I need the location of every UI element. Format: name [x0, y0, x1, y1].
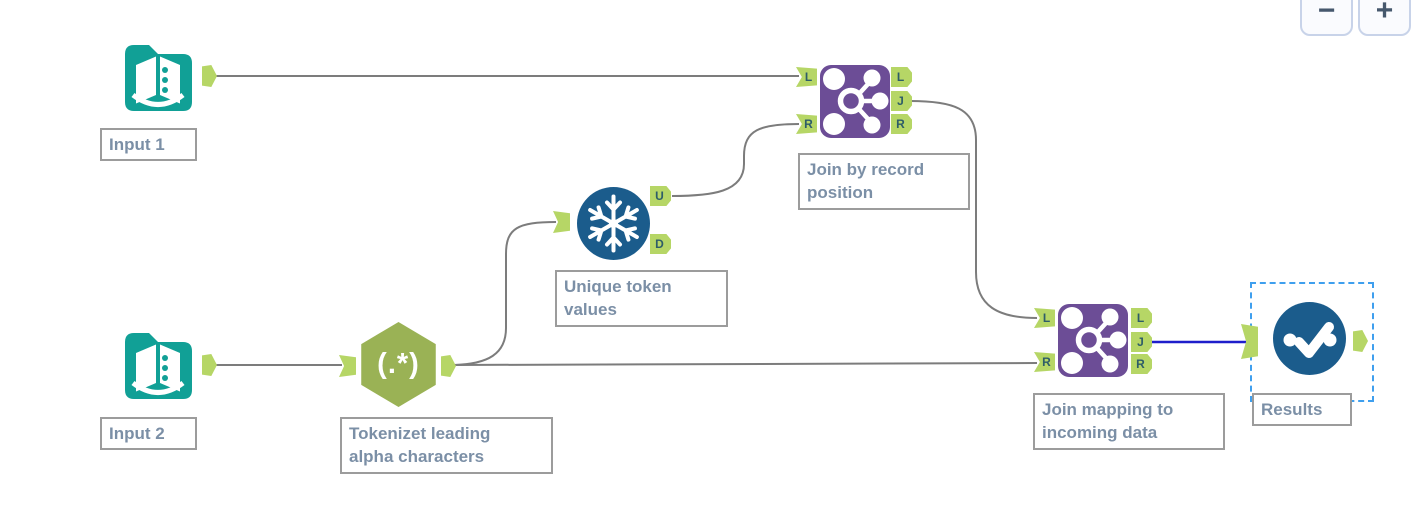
join1-input-r-anchor[interactable]: R — [796, 114, 817, 134]
unique-label-line1: Unique token — [564, 277, 672, 296]
join2-label-line2: incoming data — [1042, 423, 1158, 443]
tool-results[interactable] — [1273, 302, 1346, 375]
join2-label-line1: Join mapping to — [1042, 400, 1174, 419]
join1-label-line1: Join by record — [807, 160, 925, 179]
results-label[interactable]: Results — [1252, 393, 1352, 427]
wire-join1-join2[interactable] — [909, 100, 1038, 319]
join2-output-l-anchor[interactable]: L — [1131, 308, 1152, 328]
join1-input-l-anchor[interactable]: L — [796, 67, 817, 87]
join1-output-l-anchor[interactable]: L — [891, 67, 912, 87]
join2-input-r-anchor[interactable]: R — [1034, 352, 1055, 372]
zoom-out-button[interactable]: − — [1300, 0, 1353, 36]
input-data-icon — [125, 45, 192, 111]
input1-label[interactable]: Input 1 — [100, 128, 197, 162]
join-icon — [820, 65, 890, 138]
input1-output-anchor[interactable] — [202, 65, 217, 87]
join1-output-r-anchor[interactable]: R — [891, 114, 912, 134]
tool-join-mapping[interactable] — [1058, 304, 1128, 377]
join2-output-r-anchor[interactable]: R — [1131, 354, 1152, 374]
unique-output-u-anchor[interactable]: U — [650, 186, 671, 206]
unique-output-d-anchor[interactable]: D — [650, 234, 671, 254]
tool-input-1[interactable] — [120, 40, 197, 117]
unique-label[interactable]: Unique token values — [555, 270, 728, 327]
input2-output-anchor[interactable] — [202, 354, 217, 376]
wire-unique-join1[interactable] — [671, 123, 800, 197]
wire-tokenize-unique[interactable] — [453, 221, 557, 366]
tool-unique[interactable] — [577, 187, 650, 260]
join1-label[interactable]: Join by record position — [798, 153, 970, 210]
results-input-anchor[interactable] — [1241, 324, 1258, 359]
snowflake-icon — [577, 187, 650, 260]
tokenize-input-anchor[interactable] — [339, 355, 356, 377]
unique-input-anchor[interactable] — [553, 211, 570, 233]
regex-icon-text: (.*) — [377, 348, 420, 380]
tokenize-label-line1: Tokenizet leading — [349, 424, 491, 443]
tokenize-output-anchor[interactable] — [441, 355, 456, 377]
input-data-icon — [125, 333, 192, 399]
zoom-in-button[interactable]: + — [1358, 0, 1411, 36]
wire-tokenize-join2[interactable] — [453, 362, 1038, 366]
unique-label-line2: values — [564, 300, 617, 320]
tokenize-label-line2: alpha characters — [349, 447, 485, 467]
join2-input-l-anchor[interactable]: L — [1034, 308, 1055, 328]
tool-input-2[interactable] — [120, 328, 197, 405]
results-check-icon — [1273, 302, 1346, 375]
tokenize-label[interactable]: Tokenizet leading alpha characters — [340, 417, 553, 474]
join1-label-line2: position — [807, 183, 874, 203]
tool-join-by-position[interactable] — [820, 65, 890, 138]
join2-label[interactable]: Join mapping to incoming data — [1033, 393, 1225, 450]
input2-label[interactable]: Input 2 — [100, 417, 197, 451]
join-icon — [1058, 304, 1128, 377]
join2-output-j-anchor[interactable]: J — [1131, 332, 1152, 352]
join1-output-j-anchor[interactable]: J — [891, 91, 912, 111]
results-output-anchor[interactable] — [1353, 330, 1368, 352]
